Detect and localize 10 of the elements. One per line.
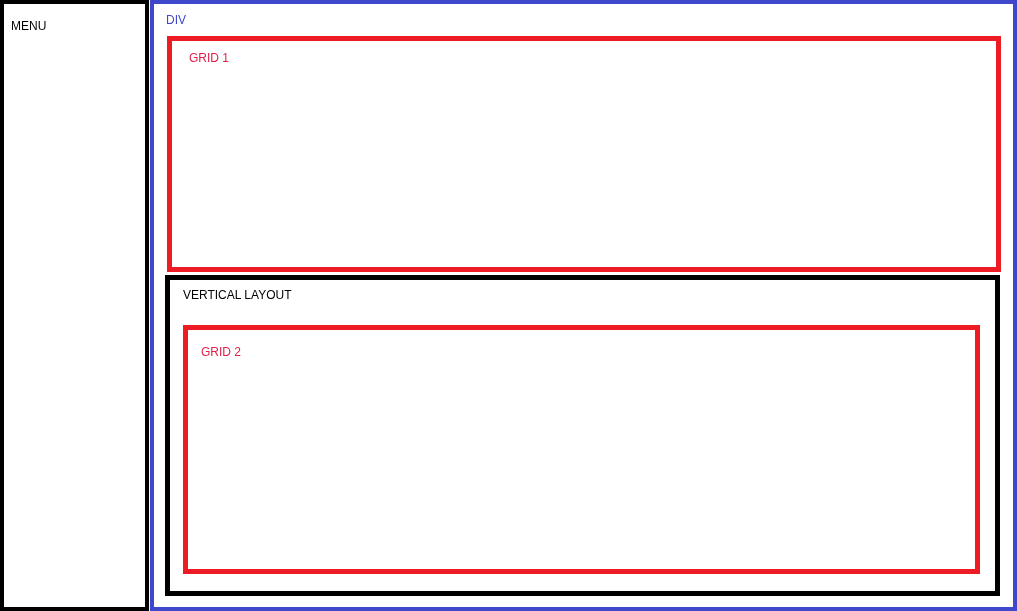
panel-label: GRID 2 <box>201 345 241 359</box>
menu-panel <box>0 0 149 611</box>
panel-label: GRID 1 <box>189 51 229 65</box>
panel-label: MENU <box>11 19 47 33</box>
grid-panel <box>183 325 980 574</box>
container-panel <box>150 0 1017 611</box>
grid-panel <box>167 36 1001 272</box>
panel-label: DIV <box>166 13 186 27</box>
layout-panel <box>165 275 1000 596</box>
panel-label: VERTICAL LAYOUT <box>183 288 292 302</box>
